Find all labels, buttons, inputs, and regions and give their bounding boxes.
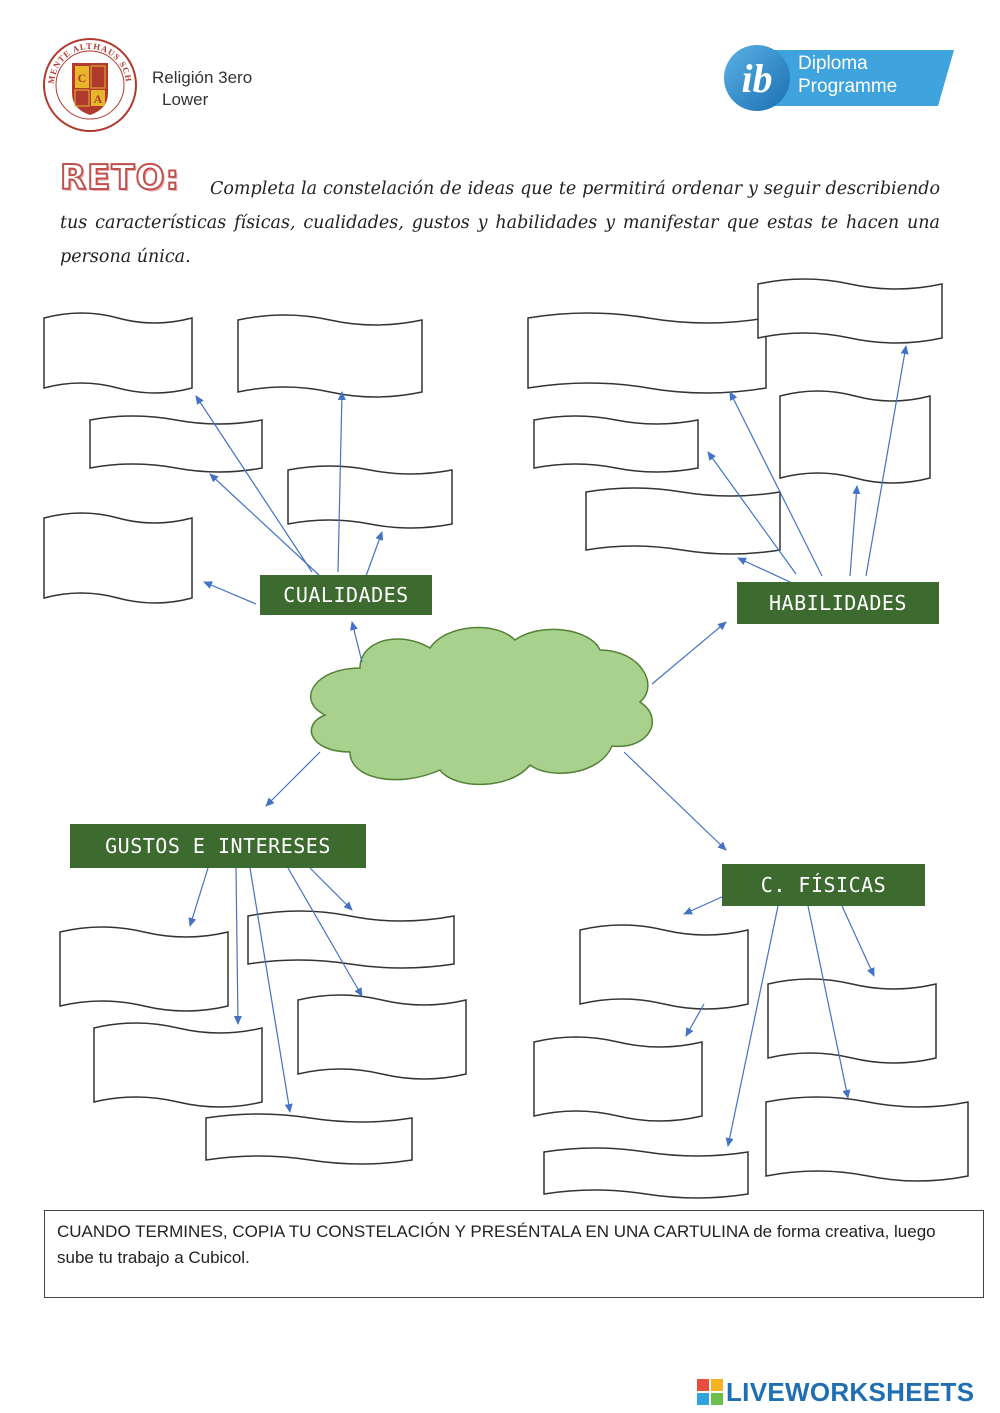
answer-box[interactable] xyxy=(767,978,937,1064)
liveworksheets-logo-icon xyxy=(697,1379,723,1405)
answer-box[interactable] xyxy=(59,926,229,1012)
instructions-note: CUANDO TERMINES, COPIA TU CONSTELACIÓN Y… xyxy=(44,1210,984,1298)
answer-box[interactable] xyxy=(43,312,193,394)
answer-box[interactable] xyxy=(93,1022,263,1108)
school-crest-icon: C A CLEMENTE ALTHAUS SCHOOL xyxy=(40,35,137,132)
answer-box[interactable] xyxy=(779,390,931,484)
answer-box[interactable] xyxy=(543,1147,749,1199)
connector-arrows xyxy=(188,345,909,1147)
label-cualidades: CUALIDADES xyxy=(260,575,432,615)
central-cloud[interactable] xyxy=(310,626,653,786)
school-header: C A CLEMENTE ALTHAUS SCHOOL Religión 3er… xyxy=(40,35,300,135)
answer-box[interactable] xyxy=(89,415,263,473)
task-title: RETO: xyxy=(59,157,181,199)
label-caracteristicas-fisicas: C. FÍSICAS xyxy=(722,864,925,906)
course-name: Religión 3ero Lower xyxy=(152,67,252,111)
course-line-1: Religión 3ero xyxy=(152,68,253,87)
answer-box[interactable] xyxy=(765,1096,969,1182)
answer-box[interactable] xyxy=(247,910,455,969)
liveworksheets-branding: LIVEWORKSHEETS xyxy=(697,1376,974,1408)
answer-box[interactable] xyxy=(585,487,781,555)
label-gustos-intereses: GUSTOS E INTERESES xyxy=(70,824,366,868)
answer-box[interactable] xyxy=(205,1113,413,1165)
svg-text:ib: ib xyxy=(741,56,772,101)
answer-boxes xyxy=(43,278,969,1199)
crest-letter-a: A xyxy=(94,92,103,106)
label-habilidades: HABILIDADES xyxy=(737,582,939,624)
answer-box[interactable] xyxy=(533,1036,703,1122)
answer-box[interactable] xyxy=(287,465,453,529)
answer-box[interactable] xyxy=(237,314,423,398)
answer-box[interactable] xyxy=(297,994,467,1080)
answer-box[interactable] xyxy=(533,415,699,473)
ib-line-2: Programme xyxy=(798,76,898,97)
crest-letter-c: C xyxy=(78,71,87,85)
answer-box[interactable] xyxy=(757,278,943,344)
answer-box[interactable] xyxy=(579,924,749,1010)
ib-programme-label: Diploma Programme xyxy=(798,52,897,98)
course-line-2: Lower xyxy=(162,90,209,109)
liveworksheets-wordmark[interactable]: LIVEWORKSHEETS xyxy=(726,1376,975,1407)
answer-box[interactable] xyxy=(527,312,767,394)
ib-line-1: Diploma xyxy=(798,53,868,74)
task-instructions: Completa la constelación de ideas que te… xyxy=(60,179,940,267)
ib-logo-icon: ib xyxy=(724,45,954,111)
answer-box[interactable] xyxy=(43,512,193,604)
